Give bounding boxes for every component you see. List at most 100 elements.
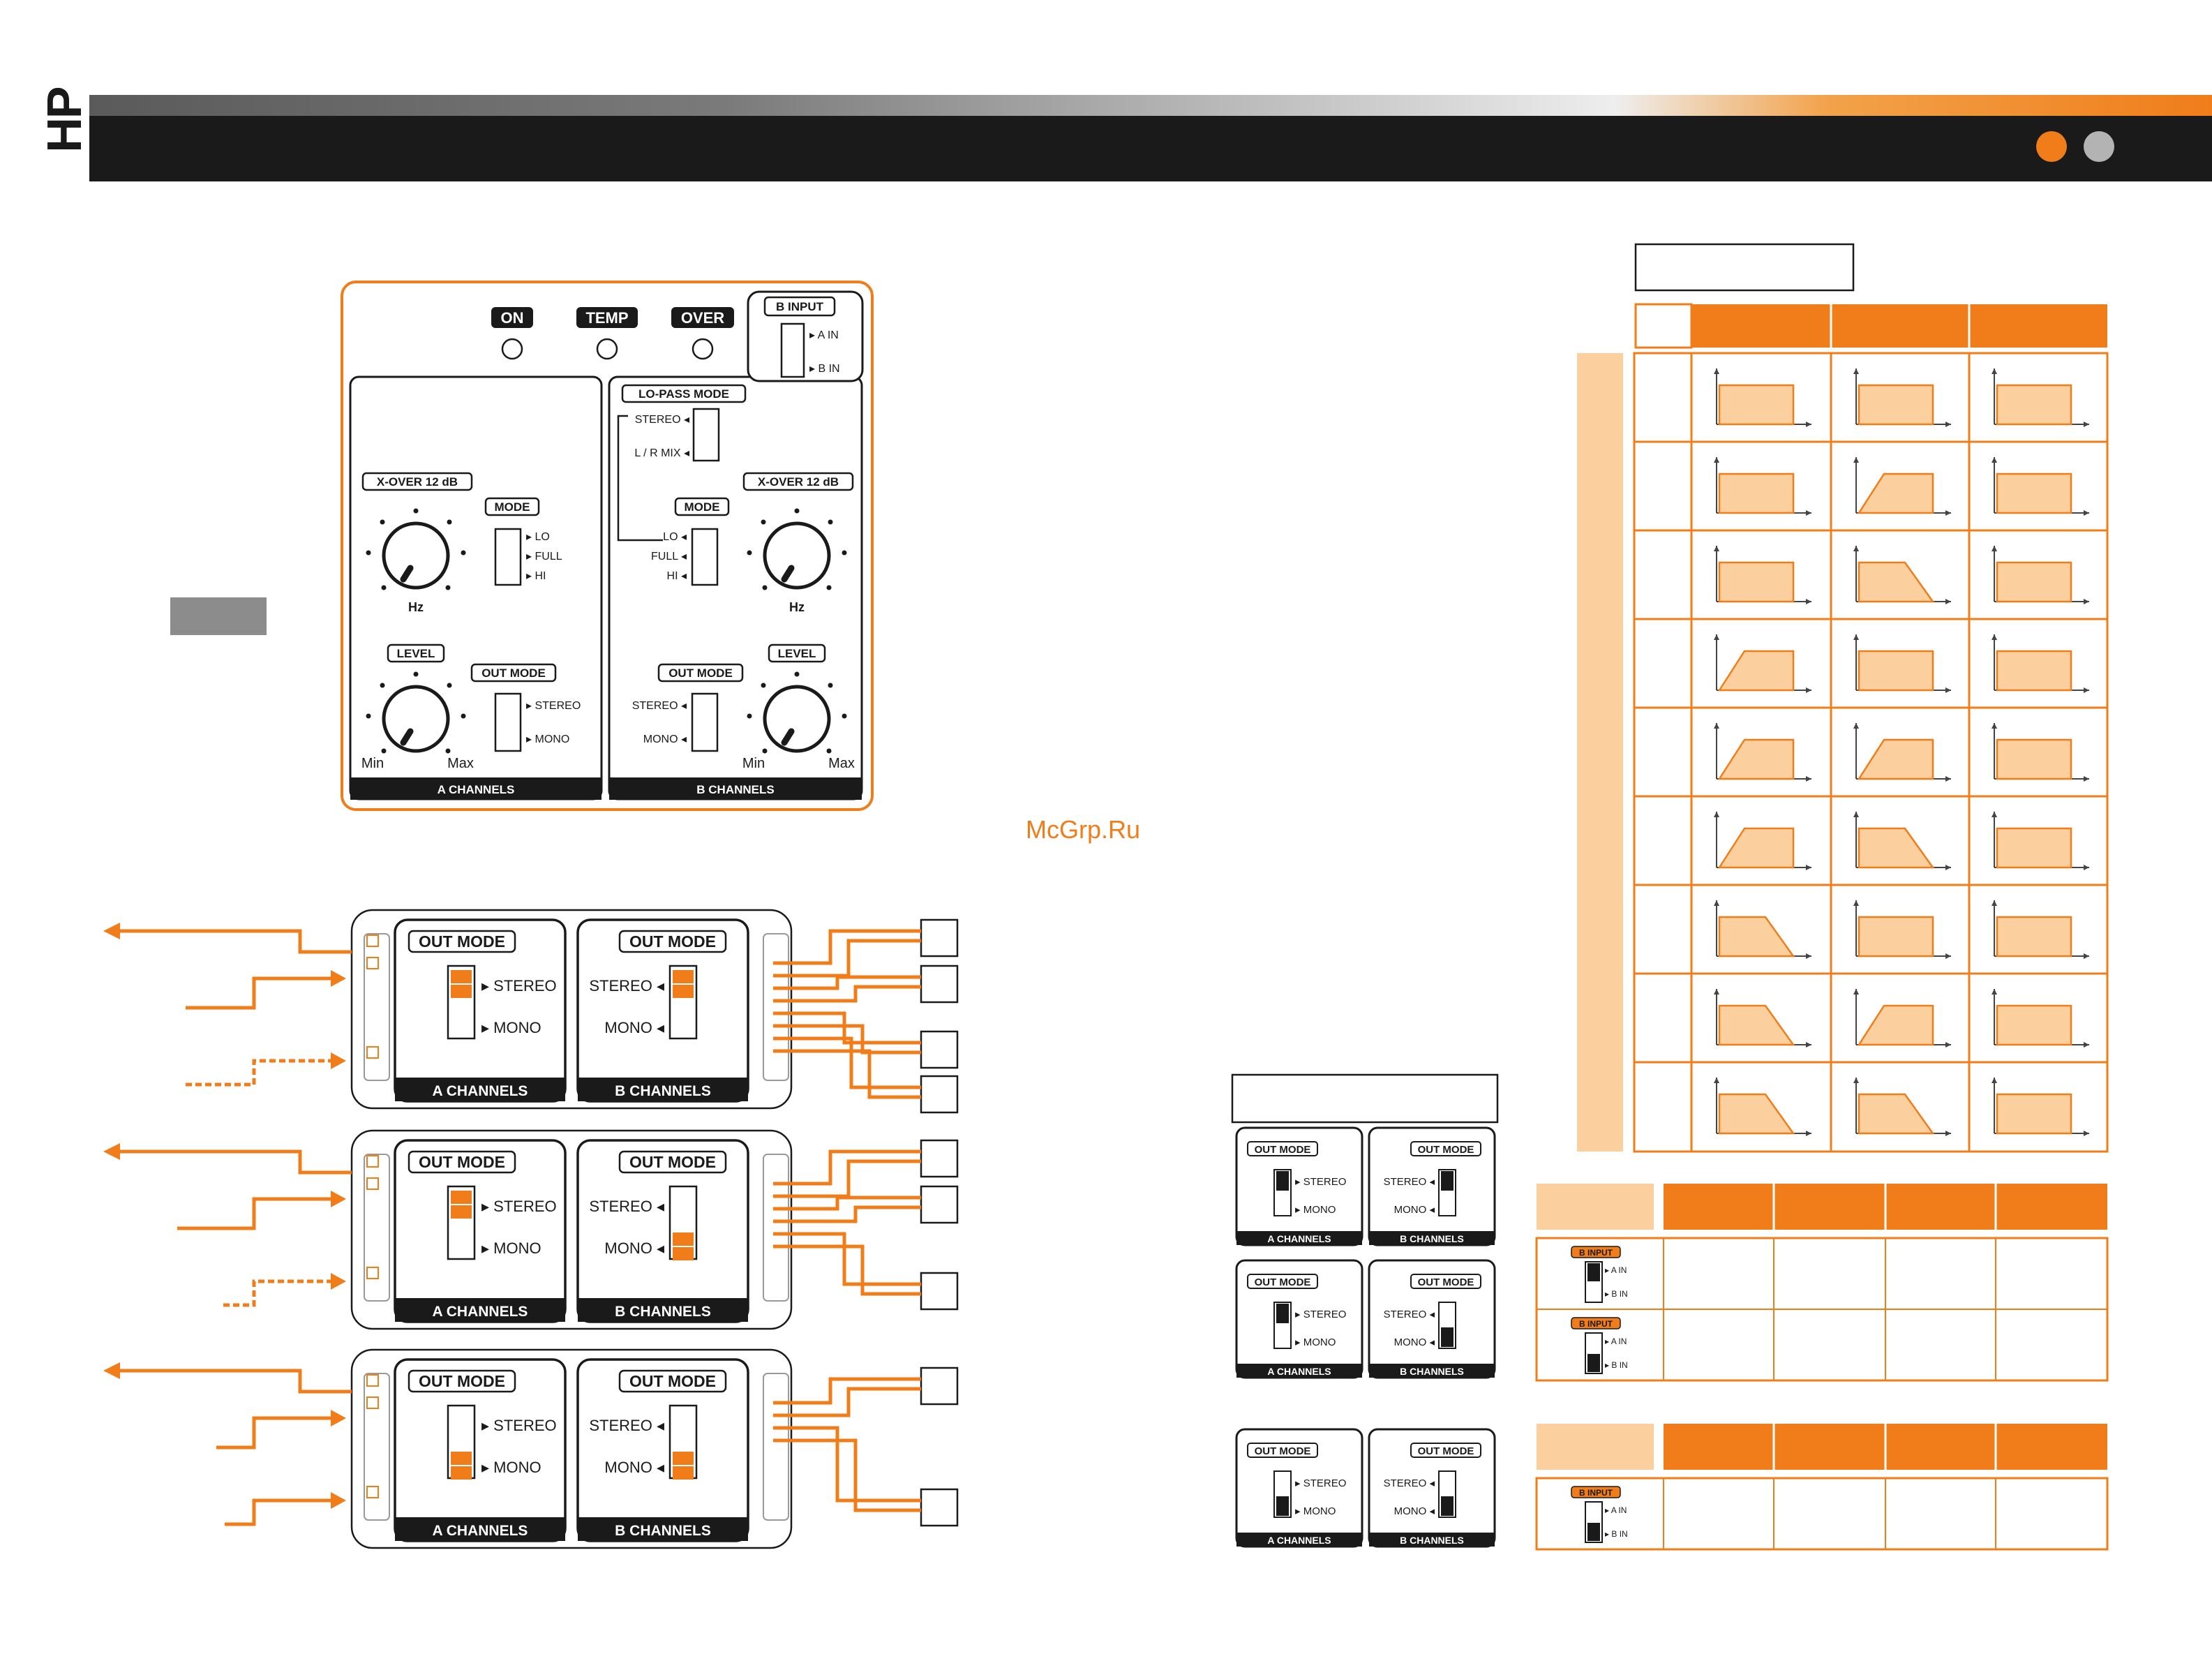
response-curve-full	[1991, 368, 2089, 427]
knob-tick	[445, 585, 451, 590]
curve-fill	[1996, 561, 2072, 603]
header-dot-grey	[2084, 131, 2114, 162]
indicator-over-label: OVER	[681, 309, 724, 327]
small-outmode-box	[1247, 1141, 1318, 1156]
small-channel-label: B CHANNELS	[1400, 1233, 1464, 1244]
speaker-wire	[773, 1036, 921, 1089]
b-mode-switch[interactable]	[691, 528, 719, 586]
speaker-wire	[773, 1426, 921, 1503]
response-curve-full	[1853, 368, 1951, 427]
curve-fill	[1996, 827, 2072, 869]
a-xover-knob[interactable]	[366, 508, 466, 590]
mini-opt-a: ▸ A IN	[1605, 1336, 1627, 1346]
mini-binput-label: B INPUT	[1579, 1319, 1613, 1329]
curve-arrow	[1945, 510, 1951, 516]
amp-right-terminals	[763, 1154, 789, 1302]
small-footer	[1369, 1533, 1495, 1547]
a-mode-switch[interactable]	[494, 528, 522, 586]
grid-corner-cell	[1634, 303, 1693, 349]
indicator-temp: TEMP	[576, 307, 638, 360]
knob-tick	[828, 519, 833, 525]
small-switch-knob	[1441, 1496, 1454, 1516]
amp-left-terminals	[364, 1154, 390, 1302]
response-curve-full	[1991, 812, 2089, 870]
curve-arrow	[1806, 1131, 1811, 1136]
b-input-switch[interactable]	[780, 322, 805, 378]
a-level-knob[interactable]	[366, 671, 466, 754]
small-outmode-box	[1410, 1443, 1481, 1458]
a-outmode-label: OUT MODE	[481, 666, 546, 680]
out-mode-box	[408, 1150, 516, 1174]
small-outmode-box	[1410, 1141, 1481, 1156]
input-line	[186, 976, 338, 1010]
a-stereo-label: ▸ STEREO	[481, 1417, 557, 1434]
led-over	[692, 338, 714, 360]
input-line	[177, 1197, 338, 1230]
knob-tick	[447, 519, 452, 525]
small-switch-knob	[1276, 1496, 1289, 1516]
curve-arrow	[1991, 900, 1997, 906]
response-curve-lp	[1853, 1078, 1951, 1136]
grid-header-bar	[1691, 304, 2107, 348]
small-stereo: ▸ STEREO	[1295, 1176, 1346, 1188]
lopass-switch[interactable]	[692, 408, 720, 462]
curve-fill	[1996, 1004, 2072, 1046]
out-mode-label: OUT MODE	[419, 932, 505, 951]
curve-fill	[1858, 384, 1934, 426]
curve-arrow	[1806, 599, 1811, 604]
b-stereo-label: STEREO ◂	[589, 1417, 664, 1434]
b-channel-label: B CHANNELS	[615, 1304, 711, 1320]
curve-fill	[1996, 738, 2072, 780]
knob-body	[382, 685, 450, 753]
curve-arrow	[1991, 989, 1997, 995]
knob-tick	[794, 671, 800, 677]
b-outmode-switch[interactable]	[691, 692, 719, 752]
small-stereo: STEREO ◂	[1384, 1176, 1435, 1188]
response-curve-full	[1714, 546, 1811, 604]
knob-tick	[842, 713, 847, 719]
curve-arrow	[2084, 1131, 2089, 1136]
out-mode-label: OUT MODE	[629, 1153, 716, 1171]
input-jack	[366, 1374, 379, 1387]
a-channel-label: A CHANNELS	[433, 1523, 528, 1539]
curve-arrow	[1991, 634, 1997, 640]
lopass-label: LO-PASS MODE	[638, 387, 729, 401]
response-curve-lp	[1853, 546, 1951, 604]
b-xover-knob[interactable]	[747, 508, 847, 590]
curve-fill	[1857, 738, 1934, 780]
b-outmode-opt-stereo: STEREO ◂	[632, 700, 687, 712]
a-stereo-label: ▸ STEREO	[481, 977, 557, 995]
b-channels-label: B CHANNELS	[696, 783, 774, 796]
speaker-wire	[773, 1159, 921, 1198]
curve-fill	[1717, 827, 1795, 869]
curve-arrow	[1853, 634, 1859, 640]
mini-binput-badge	[1571, 1486, 1621, 1498]
small-outmode-label: OUT MODE	[1255, 1445, 1311, 1457]
speaker-wire	[773, 939, 921, 978]
a-outmode-switch[interactable]	[494, 692, 522, 752]
b-level-knob[interactable]	[747, 671, 847, 754]
curve-arrow	[1945, 1131, 1951, 1136]
response-curve-full	[1991, 634, 2089, 693]
small-stereo: STEREO ◂	[1384, 1309, 1435, 1320]
curve-arrow	[2084, 1042, 2089, 1048]
curve-arrow	[1945, 687, 1951, 693]
knob-body	[763, 685, 831, 753]
header-stripe	[84, 95, 2212, 116]
b-channel-footer	[578, 1517, 748, 1541]
a-outmode-opt-stereo: ▸ STEREO	[526, 700, 581, 712]
input-jack	[366, 1267, 379, 1279]
curve-fill	[1996, 384, 2072, 426]
b-stereo-label: STEREO ◂	[589, 1198, 664, 1215]
small-switch-knob	[1441, 1327, 1454, 1347]
response-curve-lp	[1714, 900, 1811, 959]
speaker-box	[920, 918, 959, 958]
curve-fill	[1718, 1004, 1795, 1046]
a-mono-label: ▸ MONO	[481, 1459, 541, 1476]
small-footer	[1236, 1231, 1362, 1245]
b-mode-opt-hi: HI ◂	[667, 570, 687, 582]
